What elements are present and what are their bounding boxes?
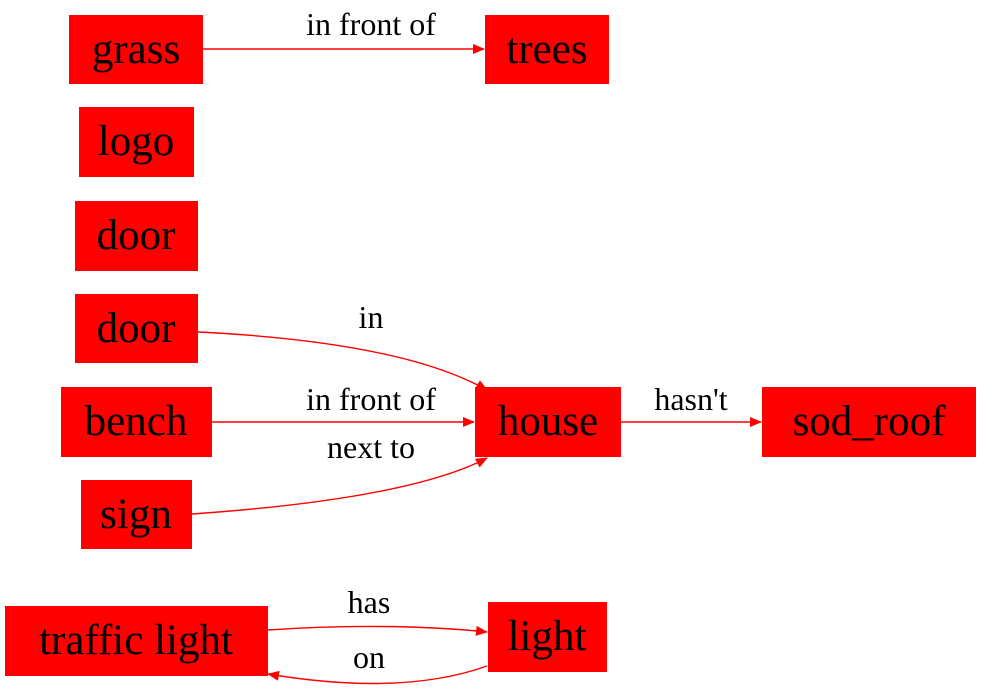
node-traffic-light: traffic light — [5, 606, 268, 676]
node-door-1: door — [75, 201, 198, 271]
edge-label-door-house: in — [359, 299, 384, 335]
node-logo: logo — [79, 107, 194, 177]
node-sod-roof: sod_roof — [762, 387, 976, 457]
node-label-door-1: door — [97, 212, 176, 259]
edge-label-sign-house: next to — [327, 429, 415, 465]
node-label-door-2: door — [97, 305, 176, 352]
node-label-sod-roof: sod_roof — [793, 398, 947, 445]
node-label-traffic-light: traffic light — [39, 617, 233, 664]
node-bench: bench — [61, 387, 212, 457]
node-label-house: house — [498, 398, 598, 445]
node-label-trees: trees — [506, 26, 587, 73]
node-grass: grass — [69, 15, 203, 84]
node-label-grass: grass — [92, 26, 180, 73]
edge-label-traffic-light-light: has — [348, 584, 391, 620]
node-label-bench: bench — [85, 398, 188, 445]
edge-label-grass-trees: in front of — [306, 6, 436, 42]
edge-label-light-traffic-light: on — [353, 639, 385, 675]
edges: in front of in in front of next to hasn'… — [191, 6, 762, 685]
node-door-2: door — [75, 294, 198, 363]
node-label-sign: sign — [100, 491, 172, 538]
node-label-logo: logo — [98, 118, 174, 165]
node-label-light: light — [508, 613, 587, 660]
node-house: house — [475, 387, 621, 457]
edge-label-house-sod-roof: hasn't — [654, 381, 727, 417]
nodes: grass trees logo door door bench house — [5, 15, 976, 676]
edge-door-house — [197, 331, 488, 391]
node-sign: sign — [81, 480, 192, 549]
edge-sign-house — [191, 457, 488, 515]
node-light: light — [488, 602, 607, 672]
edge-traffic-light-light — [267, 625, 488, 636]
edge-label-bench-house: in front of — [306, 381, 436, 417]
edge-light-traffic-light — [267, 665, 488, 685]
node-trees: trees — [485, 15, 609, 84]
